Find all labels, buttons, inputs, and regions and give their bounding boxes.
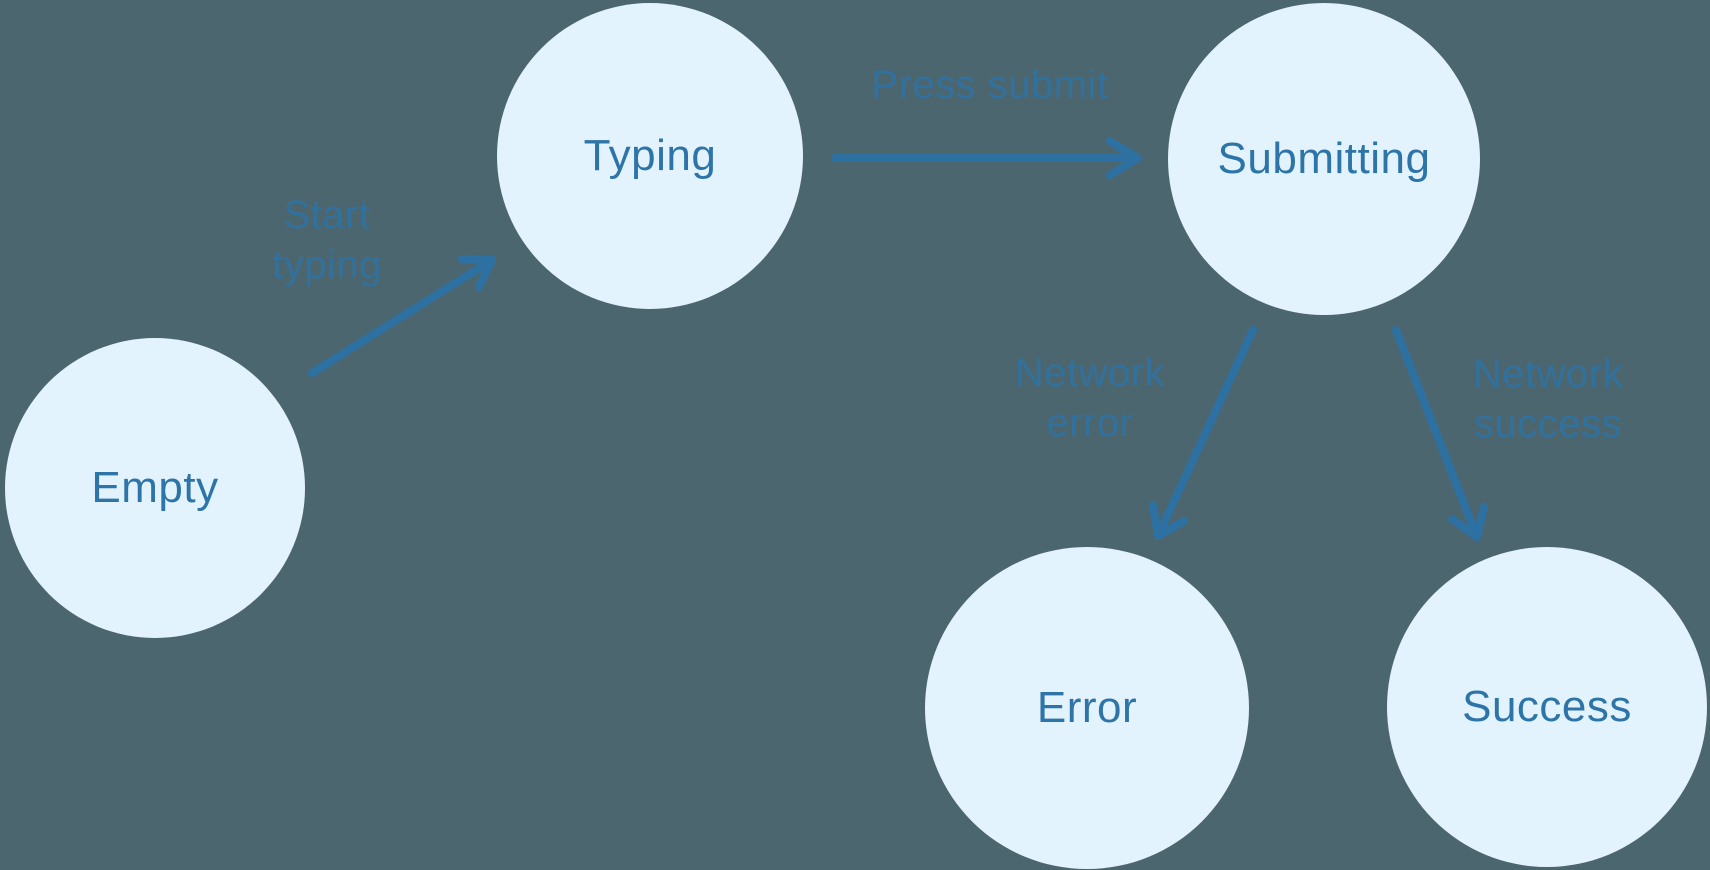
state-node-success: Success: [1387, 547, 1707, 867]
state-node-empty-label: Empty: [91, 463, 219, 512]
edge-network-error: [1149, 326, 1257, 540]
edge-label-press-submit: Press submit: [871, 63, 1109, 107]
edge-start-typing-line: [308, 256, 496, 377]
state-node-submitting-label: Submitting: [1217, 134, 1431, 183]
edge-network-error-line: [1154, 326, 1257, 540]
edge-start-typing: [308, 255, 496, 377]
edge-label-network-success: Network success: [1472, 352, 1624, 446]
state-node-success-label: Success: [1462, 682, 1632, 731]
edge-press-submit-arrowhead-icon: [1106, 137, 1142, 179]
state-node-error: Error: [925, 547, 1249, 869]
edge-press-submit: [831, 137, 1142, 179]
state-node-typing: Typing: [497, 3, 803, 309]
edge-label-start-typing: Start typing: [272, 193, 382, 287]
edge-network-error-arrowhead-icon: [1149, 501, 1188, 540]
state-node-typing-label: Typing: [583, 131, 717, 180]
edge-network-success-arrowhead-icon: [1448, 503, 1488, 541]
state-node-empty: Empty: [5, 338, 305, 638]
edge-label-network-error: Network error: [1014, 351, 1166, 445]
edge-start-typing-arrowhead-icon: [458, 255, 496, 291]
state-node-submitting: Submitting: [1168, 3, 1480, 315]
state-node-error-label: Error: [1036, 683, 1138, 732]
edge-network-success-line: [1392, 326, 1481, 541]
edge-network-success: [1392, 326, 1488, 541]
